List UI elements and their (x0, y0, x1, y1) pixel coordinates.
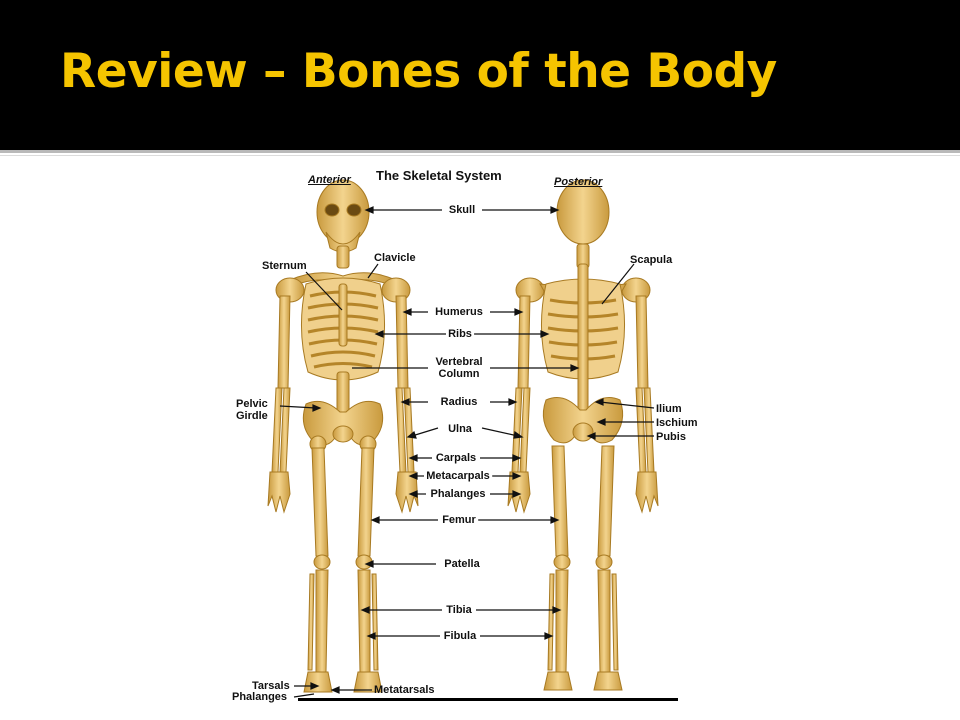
label-patella: Patella (442, 558, 482, 570)
anterior-skeleton (267, 179, 419, 693)
label-ilium: Ilium (656, 403, 682, 415)
label-pelvic-girdle-2: Girdle (236, 410, 268, 422)
label-radius: Radius (438, 396, 480, 408)
ground-line (298, 698, 678, 701)
label-fibula: Fibula (441, 630, 479, 642)
label-scapula: Scapula (630, 254, 673, 266)
posterior-skeleton (507, 179, 659, 691)
label-ribs: Ribs (446, 328, 474, 340)
label-femur: Femur (440, 514, 478, 526)
diagram-heading: The Skeletal System (376, 168, 502, 183)
label-sternum: Sternum (262, 260, 307, 272)
label-metacarpals: Metacarpals (424, 470, 492, 482)
skeleton-illustration (267, 179, 678, 701)
title-divider-thin (0, 155, 960, 156)
label-phalanges-foot: Phalanges (232, 691, 288, 703)
label-vertebral-column-1: Vertebral (433, 356, 485, 368)
label-tibia: Tibia (444, 604, 474, 616)
label-tarsals: Tarsals (252, 680, 290, 692)
label-clavicle: Clavicle (374, 252, 416, 264)
label-pubis: Pubis (656, 431, 686, 443)
label-ulna: Ulna (446, 423, 474, 435)
label-metatarsals: Metatarsals (374, 684, 435, 696)
posterior-heading: Posterior (554, 176, 603, 188)
anterior-heading: Anterior (308, 174, 351, 186)
leader-lines (279, 206, 655, 698)
label-carpals: Carpals (433, 452, 479, 464)
label-humerus: Humerus (433, 306, 485, 318)
label-phalanges: Phalanges (428, 488, 488, 500)
title-divider (0, 150, 960, 153)
label-vertebral-column-2: Column (436, 368, 482, 380)
label-skull: Skull (446, 204, 478, 216)
label-pelvic-girdle-1: Pelvic (236, 398, 268, 410)
skeletal-system-diagram: Anterior The Skeletal System Posterior S… (228, 160, 728, 706)
slide-title: Review – Bones of the Body (60, 44, 777, 99)
label-ischium: Ischium (656, 417, 698, 429)
title-bar: Review – Bones of the Body (0, 0, 960, 150)
